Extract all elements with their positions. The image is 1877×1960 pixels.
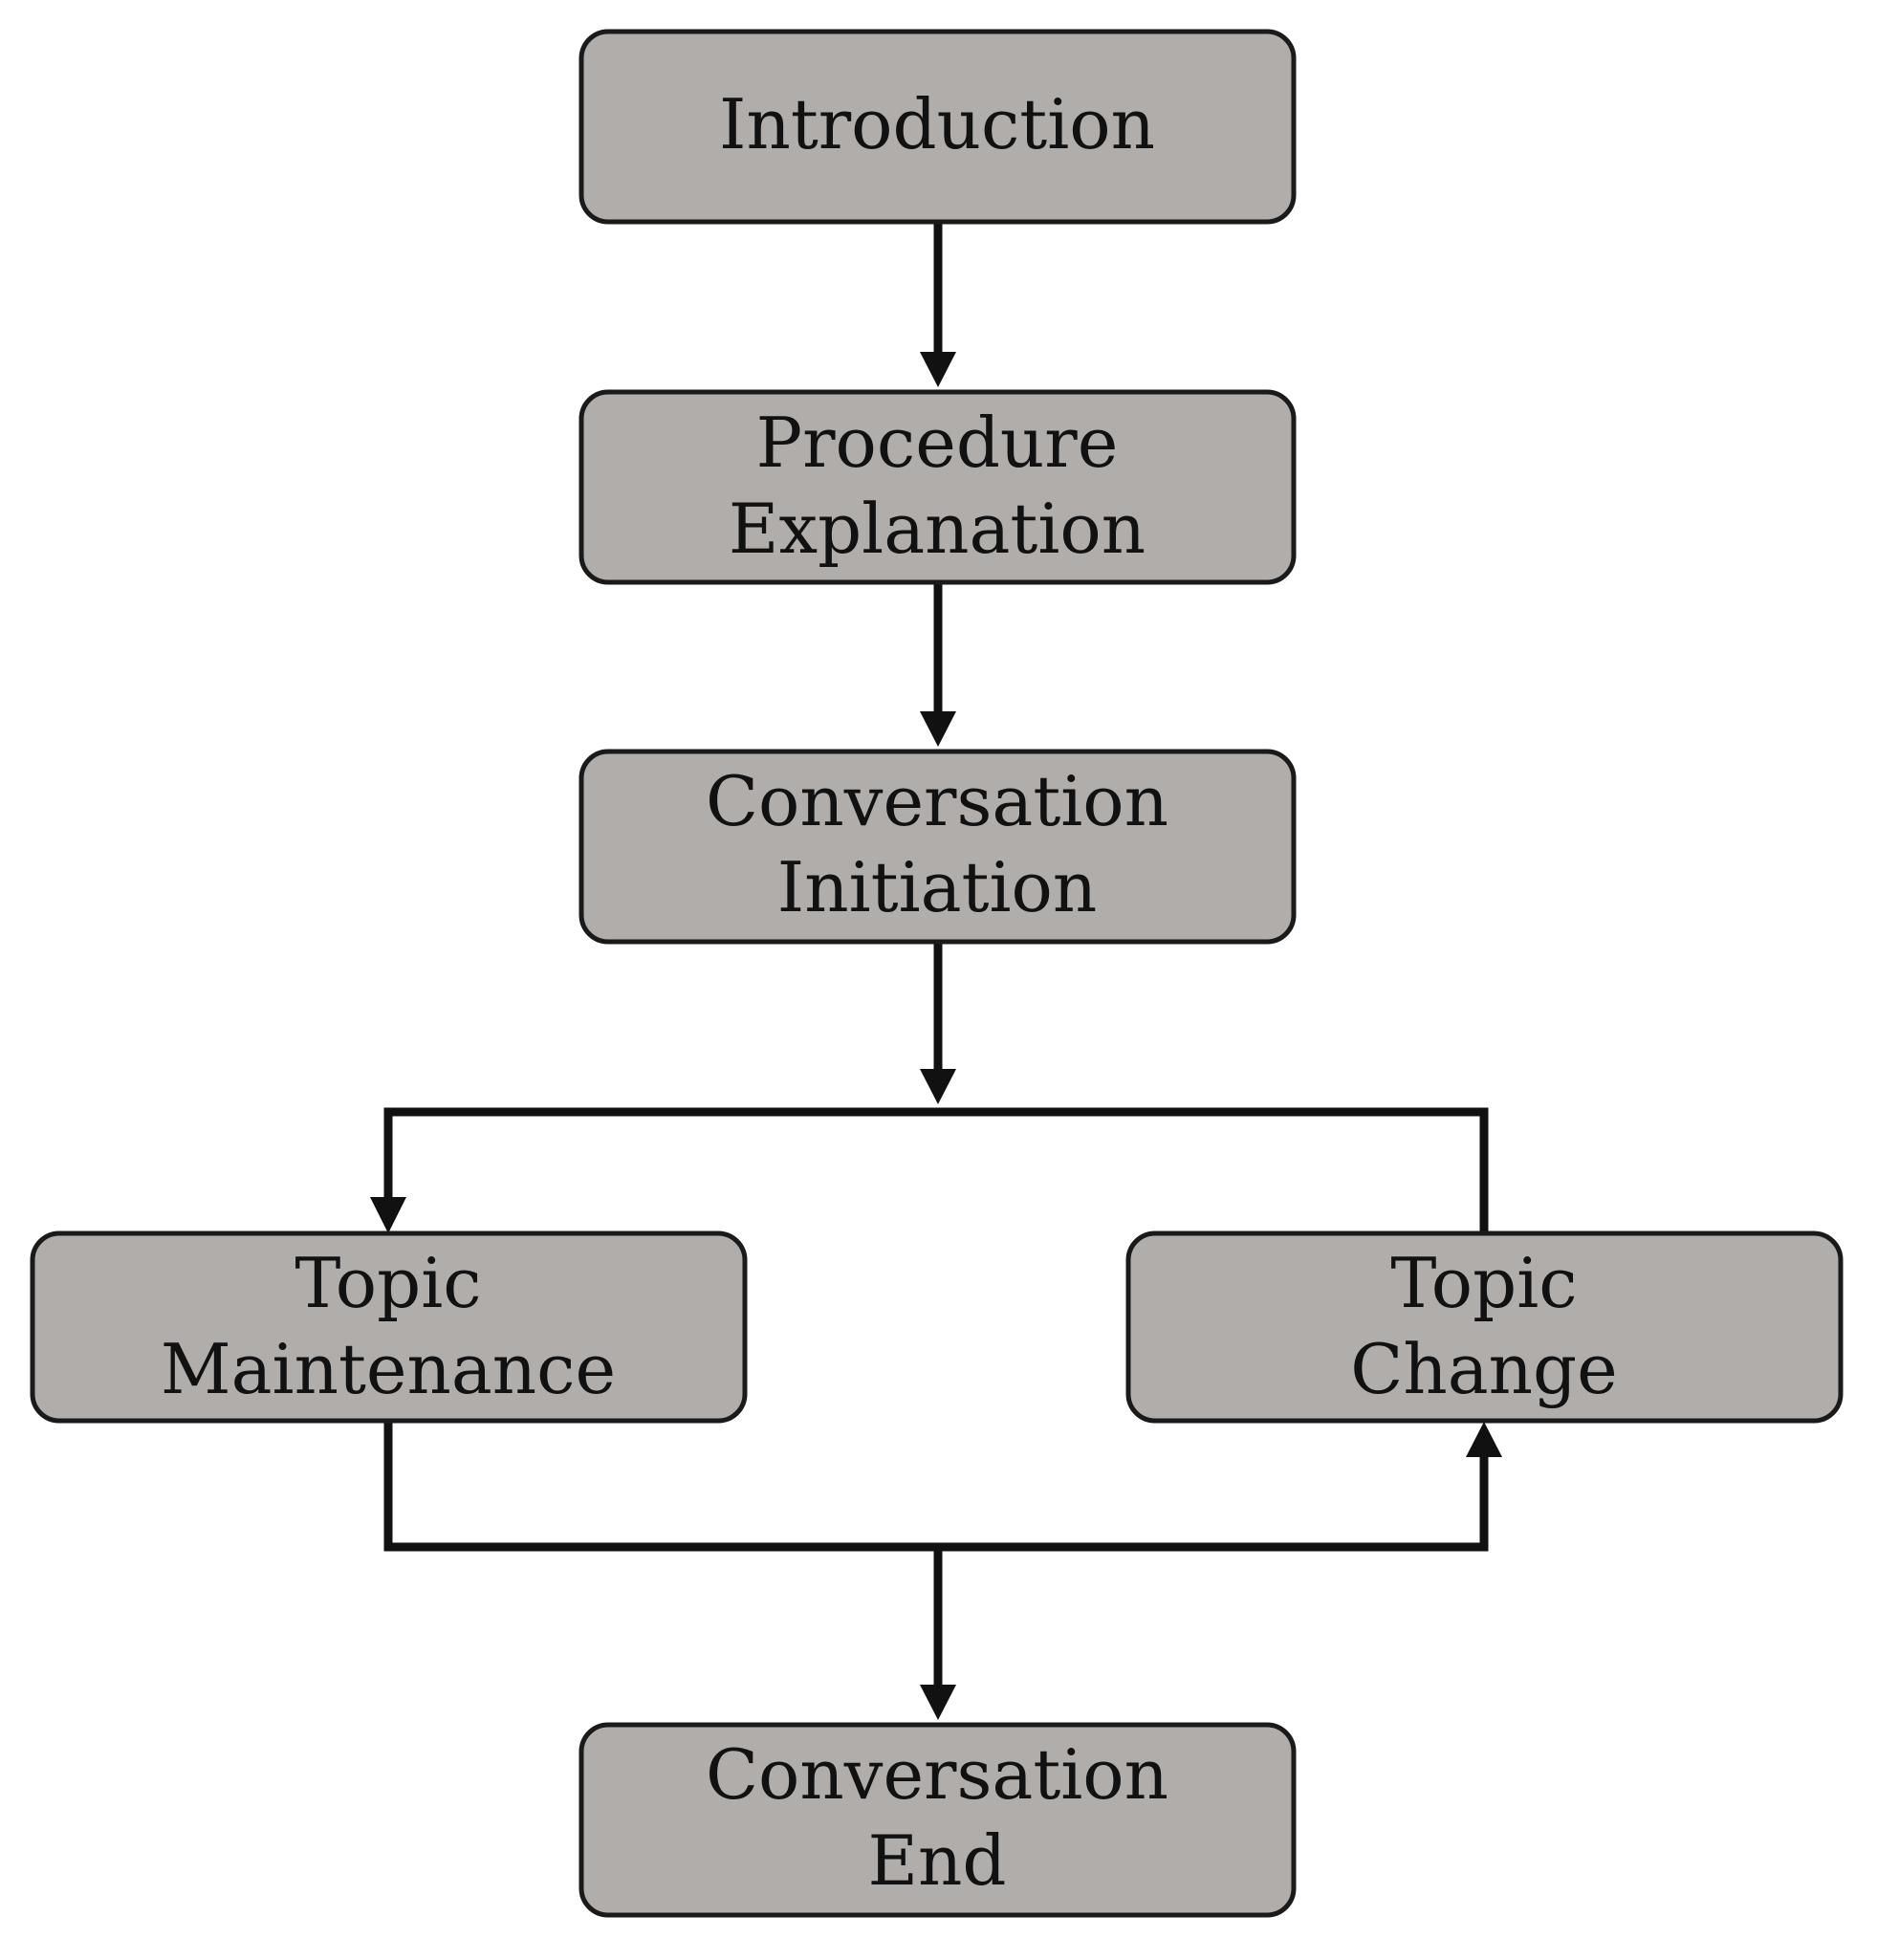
conversation-initiation-label-line1: Conversation <box>706 761 1168 841</box>
node-conversation-end: Conversation End <box>578 1722 1297 1918</box>
conversation-end-label-line2: End <box>867 1820 1006 1901</box>
topic-change-box <box>1125 1230 1844 1424</box>
conversation-end-label-line1: Conversation <box>706 1734 1168 1815</box>
edge-bottom-loop <box>383 1421 1489 1552</box>
arrowhead-conversation-end <box>920 1685 956 1720</box>
node-introduction: Introduction <box>578 29 1297 225</box>
node-procedure-explanation: Procedure Explanation <box>578 389 1297 585</box>
introduction-label: Introduction <box>719 84 1155 164</box>
procedure-explanation-label-line1: Procedure <box>756 403 1119 483</box>
procedure-explanation-box <box>578 389 1297 585</box>
conversation-end-box <box>578 1722 1297 1918</box>
conversation-initiation-box <box>578 749 1297 945</box>
arrowhead-topic-maintenance <box>370 1197 406 1233</box>
conversation-initiation-label-line2: Initiation <box>777 847 1097 927</box>
node-conversation-initiation: Conversation Initiation <box>578 749 1297 945</box>
topic-maintenance-label-line1: Topic <box>295 1243 481 1323</box>
topic-maintenance-label-line2: Maintenance <box>161 1329 616 1409</box>
arrowhead-topic-change <box>1466 1422 1502 1457</box>
node-topic-change: Topic Change <box>1125 1230 1844 1424</box>
introduction-box <box>578 29 1297 225</box>
edges <box>370 222 1502 1720</box>
topic-change-label-line2: Change <box>1350 1329 1617 1409</box>
topic-maintenance-box <box>30 1230 748 1424</box>
topic-change-label-line1: Topic <box>1390 1243 1577 1323</box>
arrowhead-junction <box>920 1069 956 1104</box>
arrowhead-procedure <box>920 352 956 387</box>
node-topic-maintenance: Topic Maintenance <box>30 1230 748 1424</box>
procedure-explanation-label-line2: Explanation <box>729 489 1146 569</box>
edge-top-loop <box>383 1107 1489 1233</box>
arrowhead-initiation <box>920 711 956 747</box>
